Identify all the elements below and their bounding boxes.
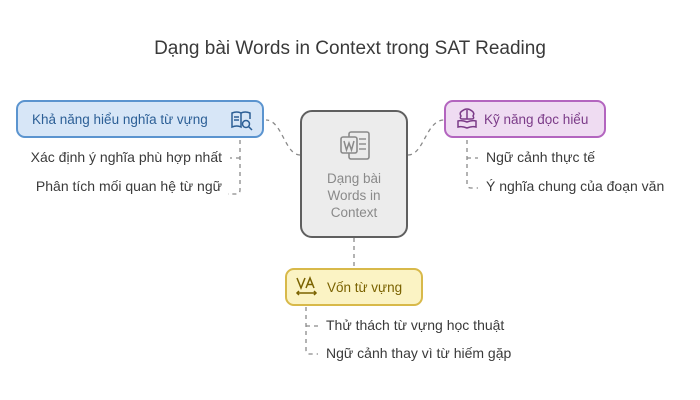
connector-center-right: [407, 119, 445, 156]
bottom-branch-node: Vốn từ vựng: [285, 268, 423, 306]
brain-book-icon: [456, 107, 478, 132]
connector-right-items: [466, 140, 478, 189]
left-item-2: Phân tích mối quan hệ từ ngữ: [35, 178, 222, 194]
bottom-item-2: Ngữ cảnh thay vì từ hiếm gặp: [326, 345, 512, 361]
right-branch-label: Kỹ năng đọc hiểu: [484, 111, 589, 127]
left-branch-node: Khả năng hiểu nghĩa từ vựng: [16, 100, 264, 138]
right-branch-node: Kỹ năng đọc hiểu: [444, 100, 606, 138]
right-item-2: Ý nghĩa chung của đoạn văn: [486, 178, 665, 194]
left-branch-label: Khả năng hiểu nghĩa từ vựng: [32, 111, 208, 127]
connector-bottom-items: [305, 307, 318, 355]
center-node: Dạng bài Words in Context: [300, 110, 408, 238]
book-magnifier-icon: [230, 108, 254, 135]
diagram-title: Dạng bài Words in Context trong SAT Read…: [154, 38, 546, 59]
text-spacing-icon: [295, 275, 319, 300]
connector-left-items: [228, 140, 241, 195]
bottom-item-1: Thử thách từ vựng học thuật: [326, 317, 505, 333]
word-document-icon: [339, 130, 373, 167]
left-item-1: Xác định ý nghĩa phù hợp nhất: [30, 149, 222, 165]
center-label: Dạng bài Words in Context: [326, 171, 382, 220]
right-item-1: Ngữ cảnh thực tế: [486, 149, 596, 165]
connector-center-left: [265, 119, 301, 156]
bottom-branch-label: Vốn từ vựng: [327, 279, 403, 295]
